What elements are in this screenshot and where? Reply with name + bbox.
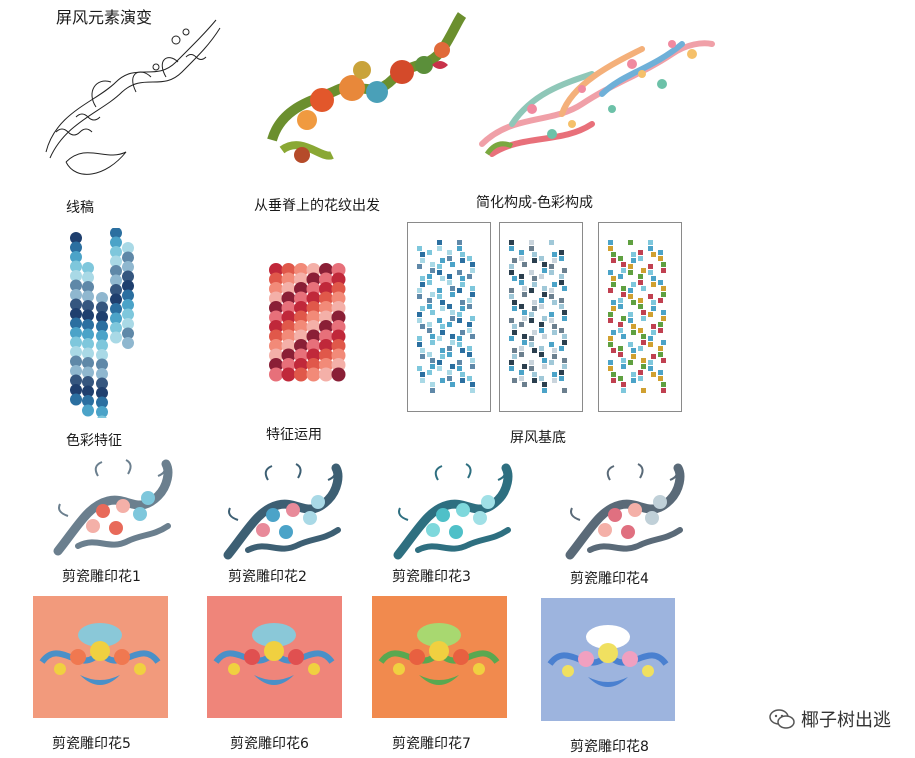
page-title: 屏风元素演变 [56,8,153,27]
colored-roof-pattern-art [267,12,467,163]
line-draft-art [45,19,221,175]
row4-label-2: 剪瓷雕印花7 [392,736,471,752]
simplified-color-art [479,40,715,157]
row4-label-3: 剪瓷雕印花8 [570,739,649,755]
print-art-3 [393,463,513,560]
watermark-text: 椰子树出逃 [801,710,891,731]
row4-label-1: 剪瓷雕印花6 [230,736,309,752]
row1-label-1: 从垂脊上的花纹出发 [254,198,380,214]
row2-label-0: 色彩特征 [66,433,122,449]
color-feature-art [70,228,134,418]
row4-label-0: 剪瓷雕印花5 [52,736,131,752]
row3-label-3: 剪瓷雕印花4 [570,571,649,587]
row3-label-2: 剪瓷雕印花3 [392,569,471,585]
tile-motifs [39,623,669,687]
row1-label-0: 线稿 [66,200,94,216]
print-art-4 [565,463,685,560]
watermark: 椰子树出逃 [769,706,891,732]
row3-label-1: 剪瓷雕印花2 [228,569,307,585]
print-art-2 [223,463,343,560]
wechat-icon [769,709,795,729]
row3-label-0: 剪瓷雕印花1 [62,569,141,585]
print-art-1 [53,459,173,556]
row1-label-2: 简化构成-色彩构成 [476,195,594,211]
screen-base-patterns [417,240,666,393]
row2-label-1: 特征运用 [266,427,322,443]
feature-application-art [269,263,346,382]
row2-label-2: 屏风基底 [510,430,566,446]
